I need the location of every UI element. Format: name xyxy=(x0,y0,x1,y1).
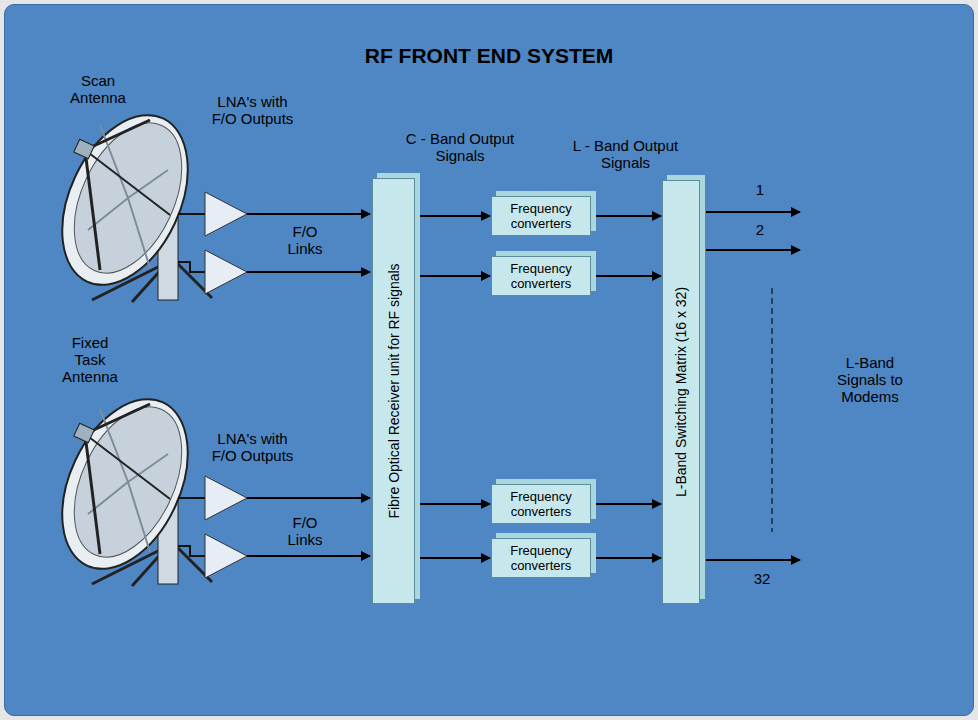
output-arrow xyxy=(706,211,800,213)
node-text: Frequency converters xyxy=(497,201,585,231)
converter-box: Frequency converters xyxy=(491,196,591,236)
connector-arrow xyxy=(591,503,661,505)
connector-arrow xyxy=(415,215,490,217)
node-text: L-Band Switching Matrix (16 x 32) xyxy=(673,287,689,497)
connector-arrow xyxy=(591,275,661,277)
diagram-title: RF FRONT END SYSTEM xyxy=(0,44,978,68)
node-text: Frequency converters xyxy=(497,489,585,519)
connector-arrow xyxy=(415,275,490,277)
fixed-task-antenna xyxy=(37,379,370,589)
converter-box: Frequency converters xyxy=(491,538,591,578)
diagram-label: 1 xyxy=(750,181,770,198)
output-arrow xyxy=(706,249,800,251)
unit-block: L-Band Switching Matrix (16 x 32) xyxy=(662,180,700,604)
unit-block: Fibre Optical Receiver unit for RF signa… xyxy=(372,178,415,604)
connector-arrow xyxy=(415,557,490,559)
diagram-label: 2 xyxy=(750,221,770,238)
diagram-label: LNA's with F/O Outputs xyxy=(205,430,300,464)
diagram-label: F/O Links xyxy=(280,223,330,257)
background-panel xyxy=(4,4,974,716)
converter-box: Frequency converters xyxy=(491,256,591,296)
connector-arrow xyxy=(591,557,661,559)
diagram-label: LNA's with F/O Outputs xyxy=(205,93,300,127)
connector-arrow xyxy=(415,503,490,505)
output-arrow xyxy=(706,559,800,561)
diagram-label: L-Band Signals to Modems xyxy=(830,354,910,405)
node-text: Fibre Optical Receiver unit for RF signa… xyxy=(386,263,402,518)
diagram-label: Fixed Task Antenna xyxy=(57,334,123,385)
diagram-label: L - Band Output Signals xyxy=(563,137,688,171)
diagram-label: F/O Links xyxy=(280,514,330,548)
diagram-label: 32 xyxy=(748,570,776,587)
node-text: Frequency converters xyxy=(497,543,585,573)
dashed-continuation xyxy=(771,288,773,532)
diagram-label: C - Band Output Signals xyxy=(395,130,525,164)
converter-box: Frequency converters xyxy=(491,484,591,524)
connector-arrow xyxy=(591,215,661,217)
diagram-label: Scan Antenna xyxy=(63,72,133,106)
node-text: Frequency converters xyxy=(497,261,585,291)
scan-antenna xyxy=(37,95,370,305)
